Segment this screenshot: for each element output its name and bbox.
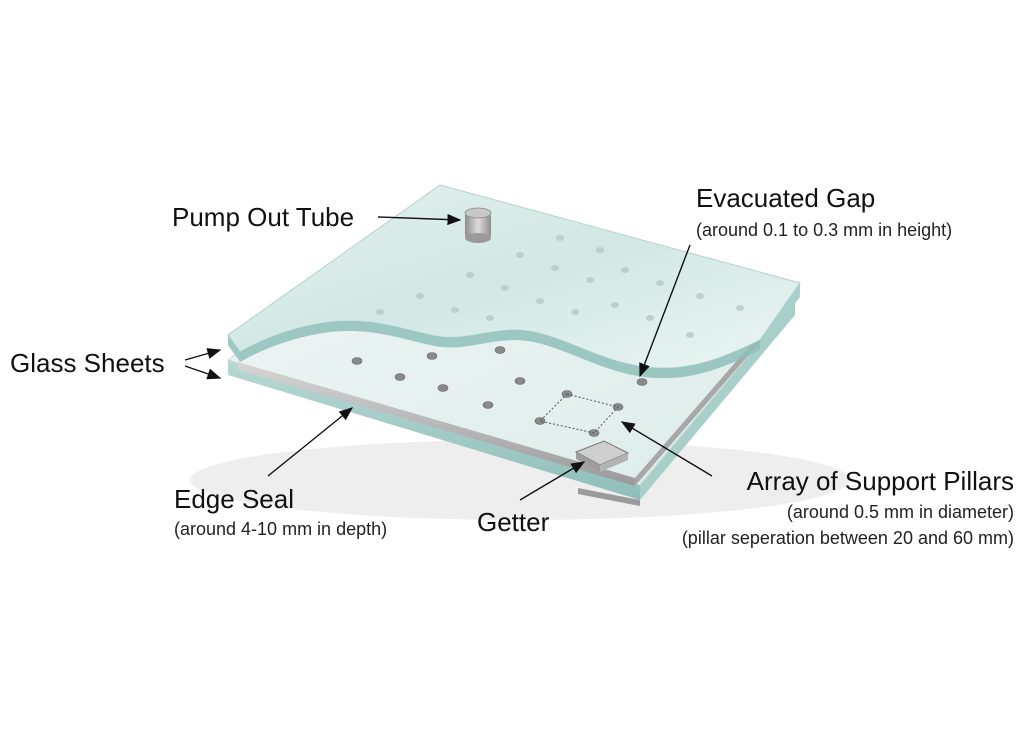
arrow-glass-sheet-top: [184, 348, 222, 361]
getter-block-side-2: [600, 453, 628, 472]
edge-seal-front: [238, 362, 635, 486]
arrow-support-pillars: [620, 421, 713, 477]
support-pillars-under-top-glass: [376, 235, 744, 338]
arrow-glass-sheet-bottom: [184, 365, 222, 380]
top-glass-left-edge: [228, 335, 240, 362]
arrow-edge-seal: [267, 407, 354, 477]
support-pillars-exposed: [351, 346, 648, 437]
top-glass-right-edge: [760, 283, 800, 350]
pump-out-tube-top: [464, 207, 492, 219]
pillar-spacing-marker: [539, 393, 619, 434]
getter-block-side: [576, 452, 600, 472]
edge-seal-corner: [578, 488, 640, 506]
label-evacuated-gap: Evacuated Gap: [696, 183, 876, 213]
label-glass-sheets: Glass Sheets: [10, 348, 165, 378]
leader-arrows: [184, 213, 713, 501]
label-support-pillars-note-1: (around 0.5 mm in diameter): [786, 502, 1014, 522]
arrow-getter: [519, 461, 586, 501]
arrow-pump-out-tube: [377, 213, 462, 226]
label-support-pillars-note-2: (pillar seperation between 20 and 60 mm): [681, 528, 1014, 548]
pump-out-tube-base: [465, 233, 491, 243]
label-edge-seal: Edge Seal: [174, 484, 294, 514]
label-edge-seal-note: (around 4-10 mm in depth): [174, 519, 388, 539]
label-pump-out-tube: Pump Out Tube: [172, 202, 355, 232]
label-getter: Getter: [477, 507, 550, 537]
label-support-pillars: Array of Support Pillars: [746, 466, 1014, 496]
pump-out-tube-body: [465, 213, 491, 238]
top-glass-cut-edge: [240, 321, 760, 379]
label-evacuated-gap-note: (around 0.1 to 0.3 mm in height): [696, 220, 953, 240]
arrow-evacuated-gap: [639, 244, 691, 378]
